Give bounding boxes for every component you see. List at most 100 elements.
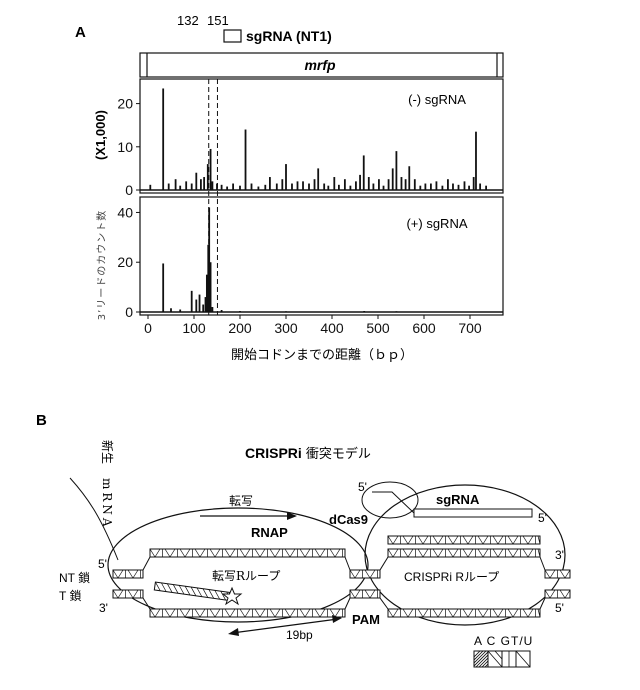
rnap-label: RNAP — [251, 525, 288, 540]
top-ytick-label: 20 — [117, 96, 133, 112]
bottom-bar — [199, 295, 201, 312]
top-bar — [405, 179, 407, 190]
sgrna-label: sgRNA — [436, 492, 480, 507]
sgrna-five-prime: 5' — [538, 511, 547, 525]
top-bar — [378, 179, 380, 190]
distance-label: 19bp — [286, 628, 313, 642]
top-bar — [392, 168, 394, 190]
title-crispri: CRISPRi — [245, 445, 302, 461]
x-axis-ticks: 0100200300400500600700 — [144, 315, 482, 336]
rna-dna-hybrid — [154, 582, 232, 601]
top-bar — [396, 151, 398, 190]
top-bar — [302, 181, 304, 190]
dna-junction — [143, 557, 150, 570]
top-bar — [424, 184, 426, 190]
top-bar — [232, 184, 234, 190]
top-bar — [368, 177, 370, 190]
bottom-bar — [191, 291, 193, 312]
top-y-ticks: 01020 — [117, 96, 140, 198]
top-bar — [464, 181, 466, 190]
x-axis-label: 開始コドンまでの距離（ｂｐ） — [231, 348, 413, 363]
distance-arrow-line — [232, 619, 338, 633]
bottom-bar — [210, 262, 212, 312]
dna-junction — [345, 557, 350, 570]
y-axis-title: (X1,000) — [93, 110, 108, 160]
transcription-label: 転写 — [229, 494, 253, 508]
top-bar — [408, 166, 410, 190]
top-bar — [363, 155, 365, 190]
left-three-prime: 3' — [99, 601, 108, 615]
distance-arrowhead-left — [228, 628, 239, 636]
top-bar — [245, 130, 247, 190]
top-bar — [191, 184, 193, 190]
top-bar — [297, 181, 299, 190]
top-bar — [168, 184, 170, 190]
x-tick-label: 200 — [228, 320, 252, 336]
x-tick-label: 500 — [366, 320, 390, 336]
nt-strand-label: NT 鎖 — [59, 570, 90, 585]
x-tick-label: 600 — [412, 320, 436, 336]
dna-junction — [143, 598, 150, 609]
top-bar — [430, 184, 432, 190]
top-bar — [436, 181, 438, 190]
dna-junction — [380, 557, 388, 570]
top-bar — [373, 184, 375, 190]
top-bar — [388, 179, 390, 190]
top-bar — [452, 184, 454, 190]
t-strand-label: T 鎖 — [59, 588, 81, 603]
site-end-label: 151 — [207, 13, 229, 28]
top-bar — [175, 179, 177, 190]
top-bar — [323, 184, 325, 190]
top-plot-label: (-) sgRNA — [408, 92, 466, 107]
bottom-plot-label: (+) sgRNA — [406, 216, 467, 231]
top-bar — [414, 179, 416, 190]
top-ytick-label: 10 — [117, 139, 133, 155]
top-bar — [338, 185, 340, 190]
sgrna-strand — [414, 509, 532, 517]
site-start-label: 132 — [177, 13, 199, 28]
top-bar — [344, 179, 346, 190]
sgrna-linker — [372, 492, 414, 513]
top-bar — [221, 185, 223, 190]
crispri-r-loop-label: CRISPRi Rループ — [404, 570, 499, 584]
top-bar — [251, 184, 253, 190]
top-bar — [185, 181, 187, 190]
y-axis-subtitle: 3’リードのカウント数 — [95, 210, 108, 321]
x-tick-label: 100 — [182, 320, 206, 336]
left-five-prime: 5' — [98, 557, 107, 571]
nascent-label: 新生 — [100, 440, 115, 464]
top-bar — [475, 132, 477, 190]
top-bar — [269, 177, 271, 190]
sgrna-key-box — [224, 30, 241, 42]
base-legend-swatches — [464, 651, 530, 667]
top-bar — [264, 185, 266, 190]
bottom-ytick-label: 40 — [117, 204, 133, 220]
top-bar — [317, 168, 319, 190]
top-bar — [359, 175, 361, 190]
panel-a-label: A — [75, 24, 86, 41]
top-bar — [200, 179, 202, 190]
sgrna-key-label: sgRNA (NT1) — [246, 28, 332, 44]
panel-b-title: CRISPRi 衝突モデル — [245, 445, 371, 462]
bottom-plot-frame — [140, 197, 503, 315]
top-bar — [281, 179, 283, 190]
bottom-bar — [202, 305, 204, 312]
dna-junction — [345, 598, 350, 609]
top-bar — [291, 184, 293, 190]
x-tick-label: 0 — [144, 320, 152, 336]
bottom-bar — [162, 263, 164, 312]
top-bar — [314, 179, 316, 190]
gene-label: mrfp — [304, 57, 336, 73]
top-bar — [447, 179, 449, 190]
bottom-ytick-label: 20 — [117, 254, 133, 270]
top-bar — [285, 164, 287, 190]
top-bar — [195, 173, 197, 190]
nt-strand-text: NT 鎖 — [59, 570, 90, 585]
x-tick-label: 400 — [320, 320, 344, 336]
right-five-prime: 5' — [555, 601, 564, 615]
top-bar — [473, 177, 475, 190]
dcas9-label: dCas9 — [329, 512, 368, 527]
mrna-label: mRNA — [100, 478, 114, 530]
transcription-r-loop-label: 転写Rループ — [212, 569, 280, 583]
